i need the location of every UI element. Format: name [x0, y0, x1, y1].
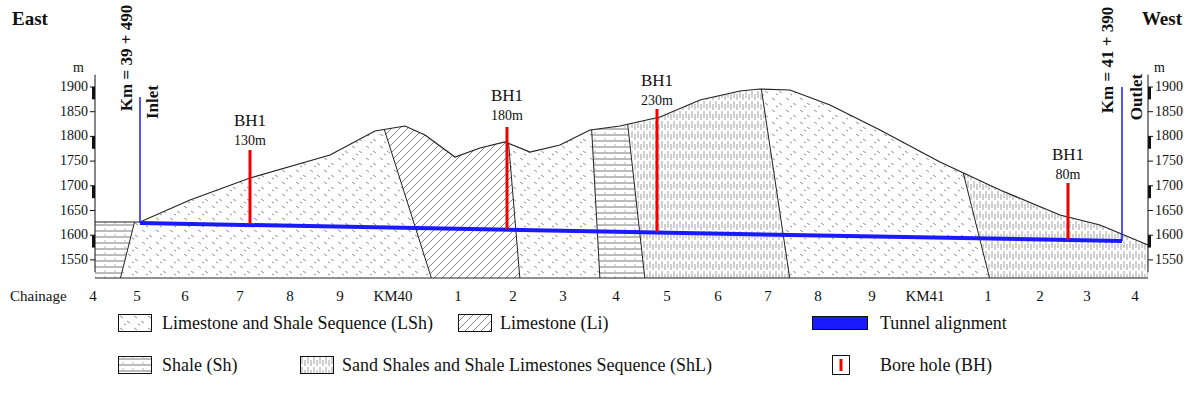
chainage-value: 9	[868, 289, 876, 304]
borehole-label: BH1	[1052, 146, 1084, 163]
axis-line	[95, 75, 96, 273]
axis-line	[1148, 87, 1151, 99]
axis-line	[90, 210, 95, 211]
elevation-value: 1800	[60, 129, 88, 143]
chainage-value: 8	[814, 289, 822, 304]
elevation-value: 1850	[60, 105, 88, 119]
chainage-value: 7	[236, 289, 244, 304]
axis-line	[1148, 235, 1151, 247]
chainage-value: 6	[714, 289, 722, 304]
borehole-label: BH1	[641, 72, 673, 89]
elevation-value: 1650	[1155, 204, 1183, 218]
chainage-value: 5	[133, 289, 141, 304]
portal-label: Outlet	[1128, 74, 1145, 120]
borehole-depth: 80m	[1056, 168, 1081, 182]
chainage-value: 7	[764, 289, 772, 304]
legend-swatch	[812, 316, 868, 330]
elevation-value: 1550	[1155, 253, 1183, 267]
elevation-value: 1600	[1155, 228, 1183, 242]
chainage-value: 6	[181, 289, 189, 304]
axis-line	[90, 161, 95, 162]
borehole-label: BH1	[491, 87, 523, 104]
unit-label: m	[1154, 61, 1165, 75]
chainage-value: 4	[612, 289, 620, 304]
chainage-value: 4	[1131, 289, 1139, 304]
chainage-value: 9	[336, 289, 344, 304]
borehole-depth: 230m	[641, 94, 673, 108]
chainage-value: 2	[509, 289, 517, 304]
axis-line	[1148, 136, 1151, 148]
legend-text: Shale (Sh)	[162, 356, 238, 374]
axis-line	[1148, 75, 1149, 273]
chainage-value: KM41	[905, 289, 944, 304]
axis-line	[92, 87, 95, 99]
direction-label: West	[1142, 9, 1182, 28]
legend-text: Bore hole (BH)	[880, 356, 992, 374]
axis-line	[1148, 259, 1153, 260]
borehole-depth: 180m	[491, 109, 523, 123]
elevation-value: 1750	[60, 154, 88, 168]
axis-line	[1148, 186, 1151, 198]
legend-text: Sand Shales and Shale Limestones Sequenc…	[342, 356, 712, 374]
axis-line	[92, 136, 95, 148]
legend-swatch	[300, 356, 334, 374]
chainage-marker: Km = 39 + 490	[118, 5, 135, 111]
chainage-marker: Km = 41 + 390	[1099, 7, 1116, 113]
axis-line	[1148, 210, 1153, 211]
axis-line	[92, 186, 95, 198]
axis-line	[92, 235, 95, 247]
chainage-value: 5	[663, 289, 671, 304]
axis-title: Chainage	[10, 289, 67, 304]
chainage-value: 8	[286, 289, 294, 304]
axis-line	[1148, 111, 1153, 112]
legend-swatch	[118, 314, 152, 332]
elevation-value: 1550	[60, 253, 88, 267]
axis-line	[90, 111, 95, 112]
chainage-value: 4	[89, 289, 97, 304]
elevation-value: 1900	[60, 80, 88, 94]
chainage-value: 3	[559, 289, 567, 304]
legend-swatch	[832, 355, 850, 375]
legend-swatch	[458, 314, 492, 332]
unit-label: m	[73, 61, 84, 75]
chainage-value: 3	[1083, 289, 1091, 304]
legend-swatch	[118, 356, 152, 374]
elevation-value: 1700	[60, 179, 88, 193]
elevation-value: 1900	[1155, 80, 1183, 94]
legend-text: Tunnel alignment	[880, 314, 1007, 332]
axis-line	[1148, 161, 1153, 162]
chainage-value: KM40	[373, 289, 412, 304]
elevation-value: 1750	[1155, 154, 1183, 168]
borehole-label: BH1	[234, 112, 266, 129]
elevation-value: 1850	[1155, 105, 1183, 119]
axis-line	[90, 259, 95, 260]
elevation-value: 1700	[1155, 179, 1183, 193]
chainage-value: 2	[1036, 289, 1044, 304]
chainage-value: 1	[984, 289, 992, 304]
elevation-value: 1650	[60, 204, 88, 218]
elevation-value: 1800	[1155, 129, 1183, 143]
elevation-value: 1600	[60, 228, 88, 242]
legend-text: Limestone (Li)	[500, 314, 608, 332]
chainage-value: 1	[454, 289, 462, 304]
borehole-depth: 130m	[234, 134, 266, 148]
legend-text: Limestone and Shale Sequence (LSh)	[162, 314, 433, 332]
direction-label: East	[12, 9, 48, 28]
portal-label: Inlet	[144, 85, 161, 119]
